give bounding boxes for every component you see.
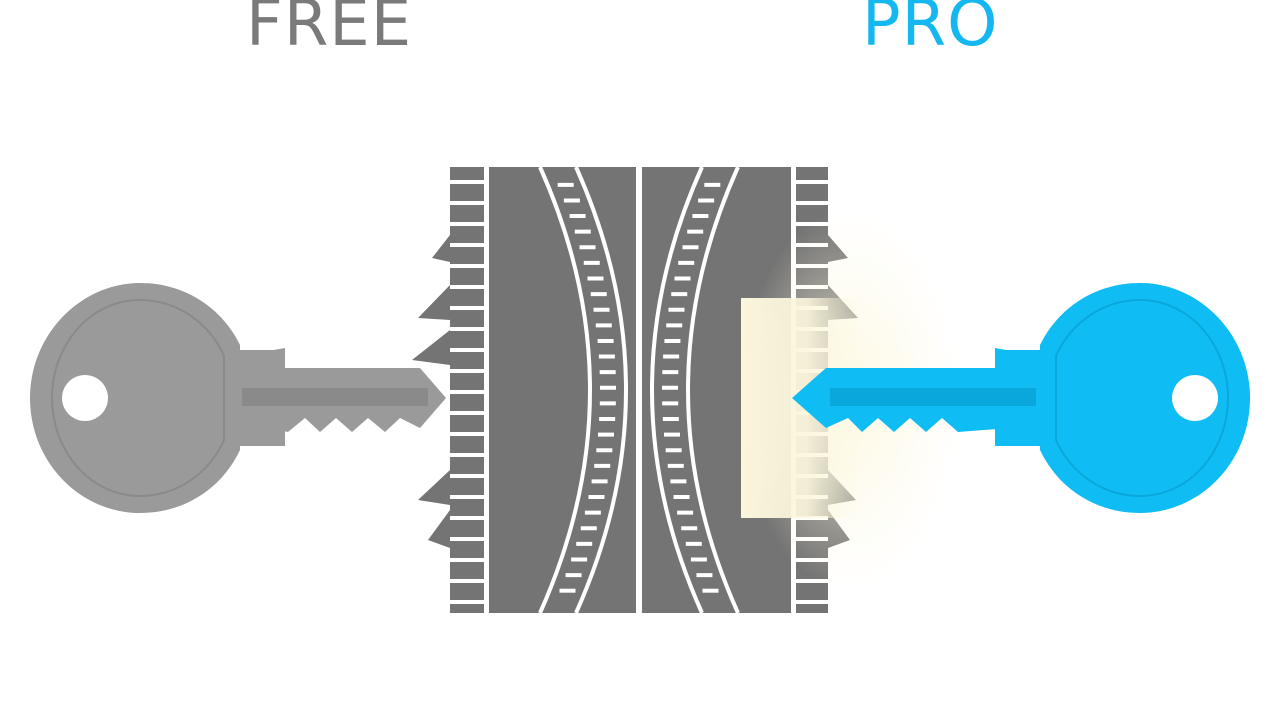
pro-key-icon (792, 283, 1250, 513)
pro-label: PRO (862, 0, 999, 61)
free-key-icon (30, 283, 446, 513)
free-label: FREE (246, 0, 413, 61)
